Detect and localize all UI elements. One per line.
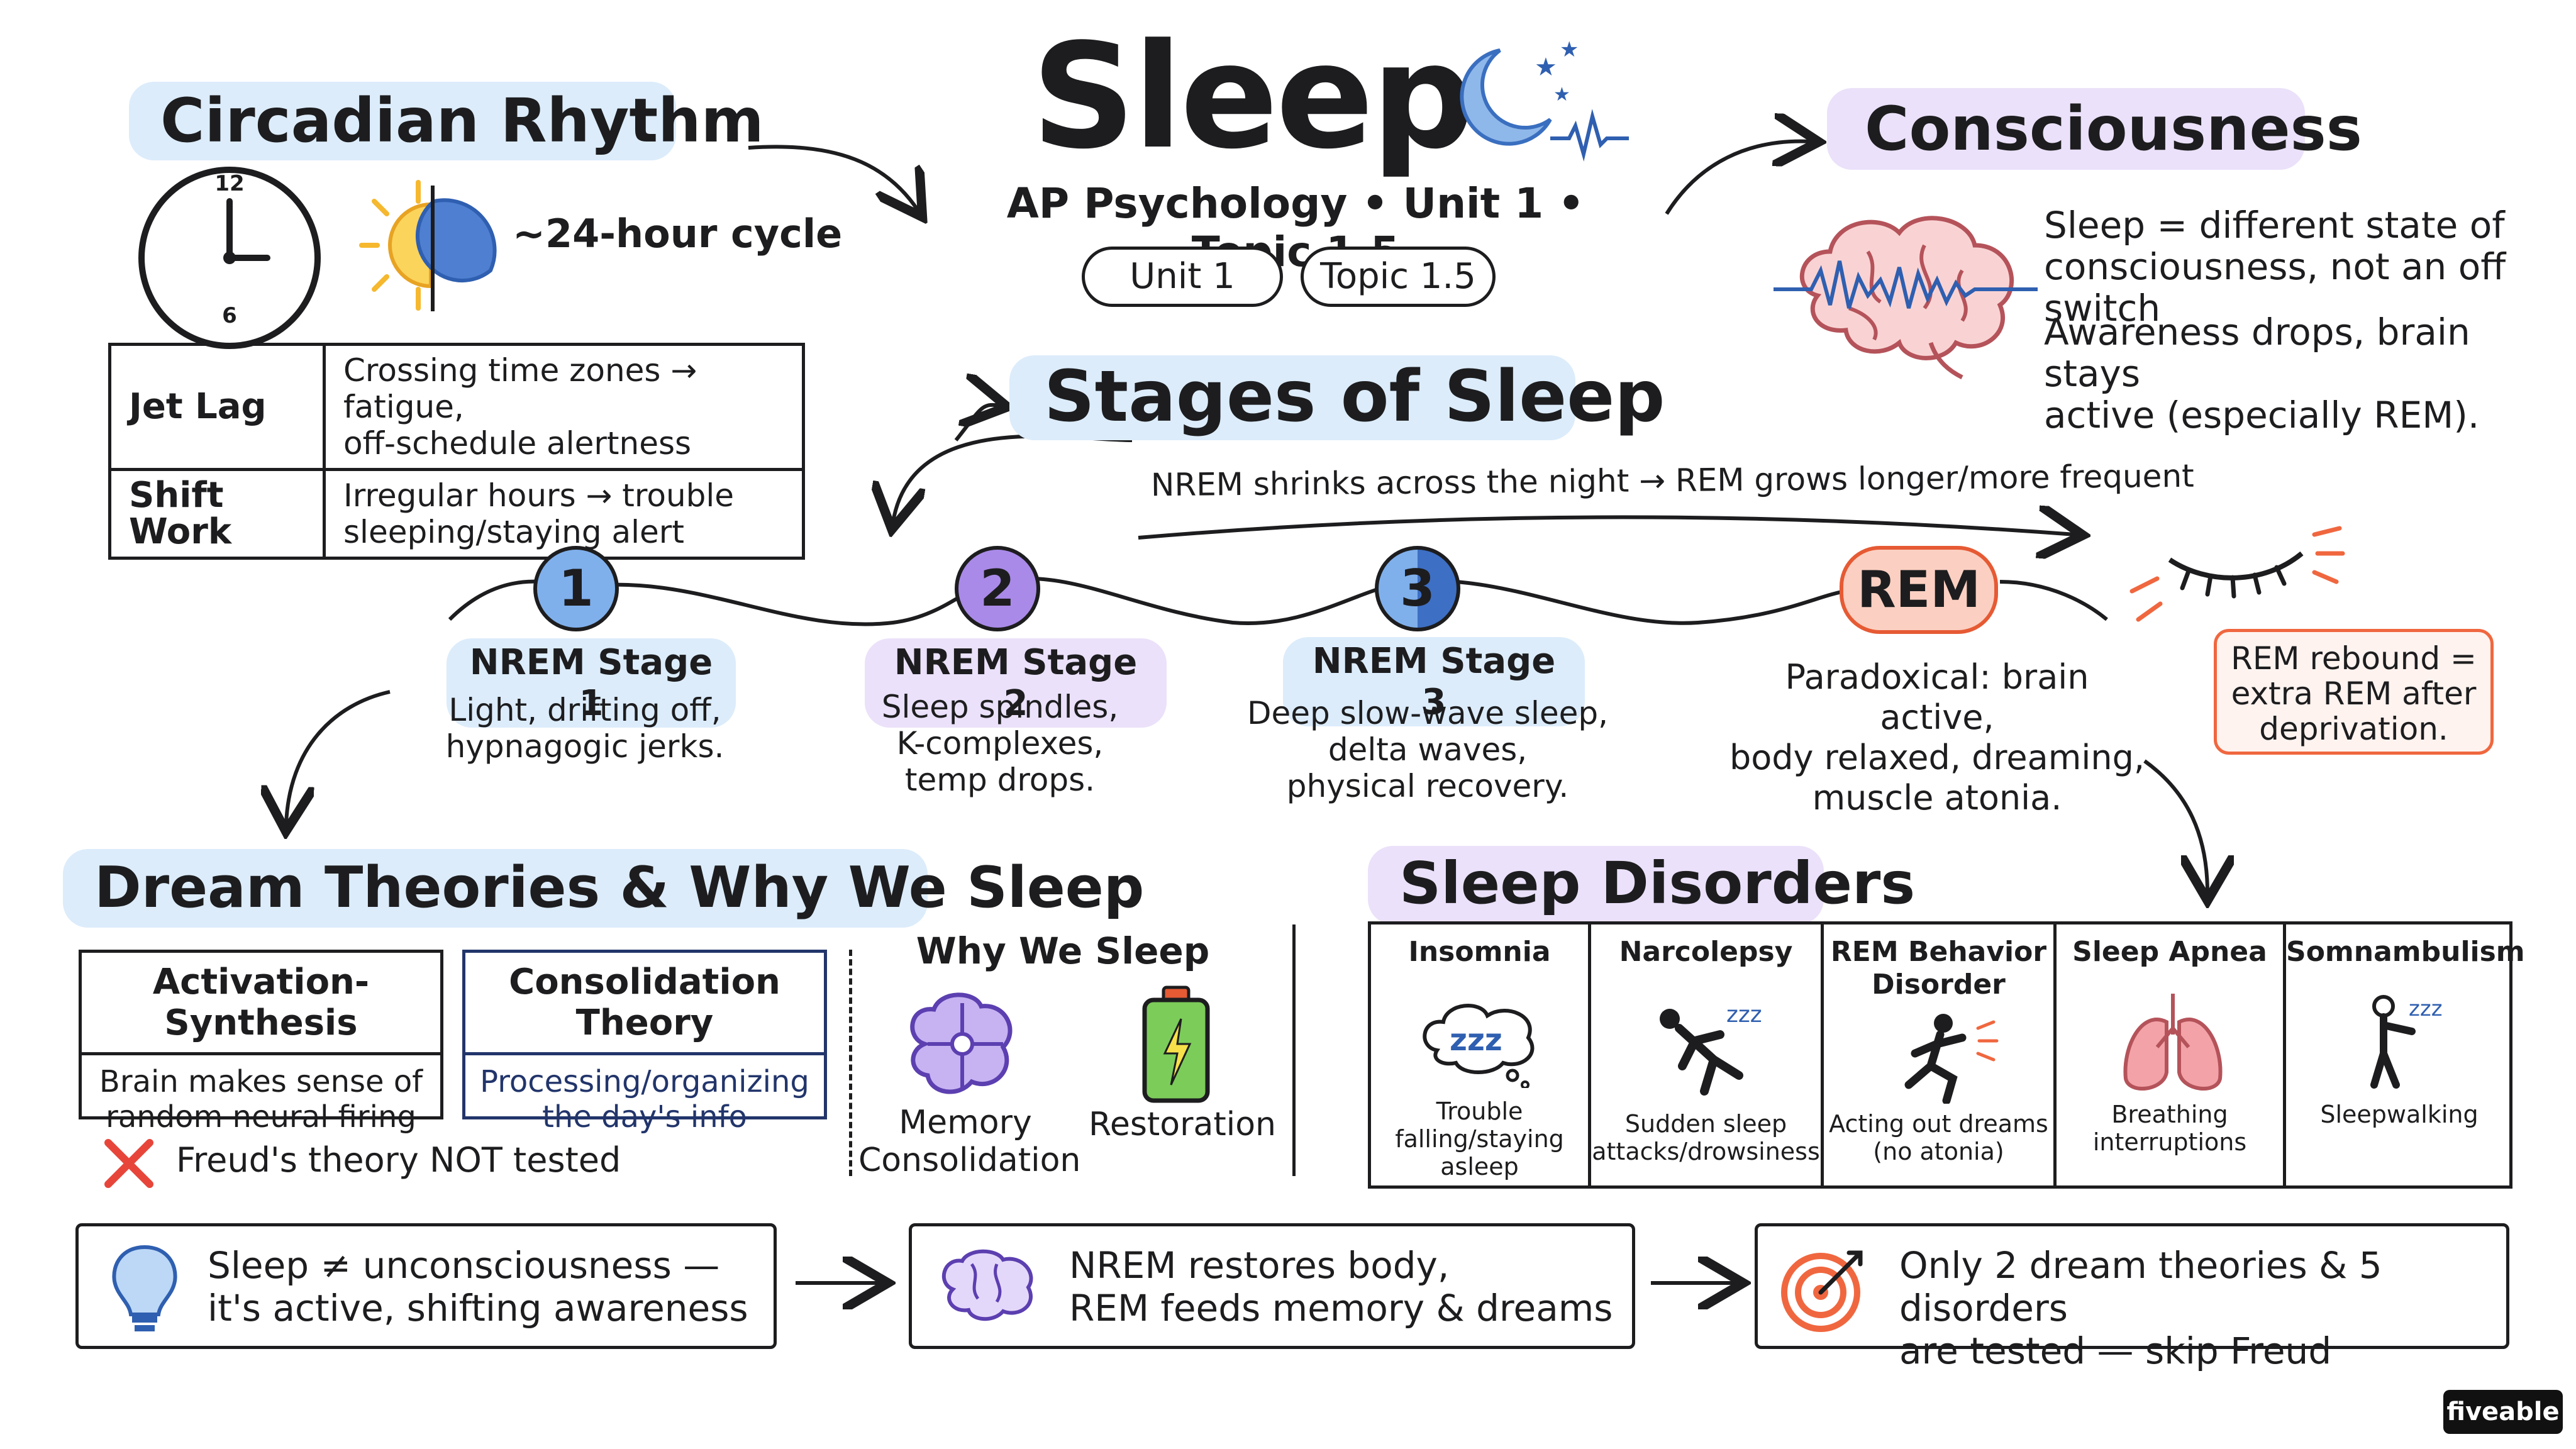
stage-1-circle: 1 — [533, 546, 619, 631]
svg-text:zzz: zzz — [1726, 1002, 1762, 1028]
svg-text:zzz: zzz — [1450, 1023, 1502, 1058]
lightbulb-icon — [112, 1245, 177, 1331]
puzzle-brain-icon — [910, 992, 1013, 1094]
running-person-icon — [1904, 1014, 1999, 1104]
row-desc: Crossing time zones → fatigue,off-schedu… — [323, 343, 805, 471]
brain-small-icon — [941, 1249, 1033, 1321]
stage-3-label: NREM Stage 3 — [1283, 637, 1585, 726]
target-icon — [1781, 1250, 1863, 1332]
topic-pill: Topic 1.5 — [1301, 247, 1496, 307]
freud-note: Freud's theory NOT tested — [176, 1140, 621, 1180]
why-restoration-label: Restoration — [1089, 1106, 1276, 1143]
takeaway-box-1: Sleep ≠ unconsciousness —it's active, sh… — [75, 1223, 777, 1349]
sleepwalker-icon: zzz — [2370, 995, 2443, 1089]
brand-logo: fiveable — [2443, 1390, 2563, 1434]
stage-2-desc: Sleep spindles,K-complexes,temp drops. — [881, 689, 1119, 798]
circadian-title: Circadian Rhythm — [160, 86, 764, 156]
consolidation-title: Consolidation Theory — [465, 953, 824, 1055]
dreams-title-highlight — [63, 849, 928, 928]
takeaway-box-2: NREM restores body,REM feeds memory & dr… — [909, 1223, 1635, 1349]
stages-title: Stages of Sleep — [1044, 356, 1665, 438]
stage-3-desc: Deep slow-wave sleep,delta waves,physica… — [1247, 695, 1608, 804]
stage-2-label: NREM Stage 2 — [865, 638, 1167, 728]
battery-icon — [1142, 985, 1210, 1103]
disorder-somnambulism: Somnambulism zzz Sleepwalking — [2286, 936, 2525, 1128]
circadian-title-highlight — [129, 82, 676, 160]
rem-desc: Paradoxical: brain active,body relaxed, … — [1729, 657, 2145, 818]
activation-title: Activation-Synthesis — [82, 953, 440, 1055]
disorders-title: Sleep Disorders — [1399, 850, 1916, 917]
circadian-table: Jet Lag Crossing time zones → fatigue,of… — [108, 343, 805, 560]
dreams-title: Dream Theories & Why We Sleep — [94, 855, 1145, 921]
row-label: Jet Lag — [108, 343, 326, 471]
stage-1-desc: Light, drifting off,hypnagogic jerks. — [445, 692, 724, 765]
unit-pill: Unit 1 — [1082, 247, 1283, 307]
stage-3-circle: 3 — [1375, 546, 1460, 631]
brain-icon — [1774, 216, 2038, 380]
falling-person-icon: zzz — [1660, 1002, 1762, 1096]
clock-six: 6 — [222, 303, 237, 328]
disorders-title-highlight — [1368, 846, 1824, 924]
consciousness-title: Consciousness — [1865, 94, 2362, 164]
svg-text:★: ★ — [1553, 84, 1570, 106]
thought-cloud-icon: zzz — [1423, 1004, 1535, 1088]
stage-2-circle: 2 — [955, 546, 1040, 631]
consciousness-title-highlight — [1827, 88, 2305, 170]
moon-stars-icon: ★ ★ ★ — [1460, 38, 1629, 162]
svg-text:★: ★ — [1560, 38, 1579, 62]
why-we-sleep-title: Why We Sleep — [916, 930, 1210, 972]
clock-icon — [138, 167, 321, 349]
consolidation-theory-box: Consolidation Theory Processing/organizi… — [462, 950, 827, 1135]
page-title: Sleep — [1031, 13, 1475, 181]
section-divider — [1292, 924, 1296, 1176]
table-row: Jet Lag Crossing time zones → fatigue,of… — [108, 343, 805, 471]
rem-stage-badge: REM — [1840, 546, 1998, 634]
sun-moon-icon — [359, 180, 497, 311]
stages-title-highlight — [1009, 355, 1575, 440]
lungs-icon — [2123, 994, 2223, 1091]
clock-twelve: 12 — [214, 171, 245, 196]
closed-eye-icon — [2129, 526, 2345, 622]
svg-text:zzz: zzz — [2409, 996, 2443, 1021]
activation-synthesis-box: Activation-Synthesis Brain makes sense o… — [79, 950, 443, 1135]
x-mark-icon — [104, 1139, 153, 1188]
stage-1-label: NREM Stage 1 — [447, 638, 736, 728]
cycle-label: ~24-hour cycle — [513, 211, 843, 257]
row-label: Shift Work — [108, 468, 326, 560]
svg-text:★: ★ — [1535, 53, 1557, 82]
dreams-divider — [849, 950, 852, 1176]
